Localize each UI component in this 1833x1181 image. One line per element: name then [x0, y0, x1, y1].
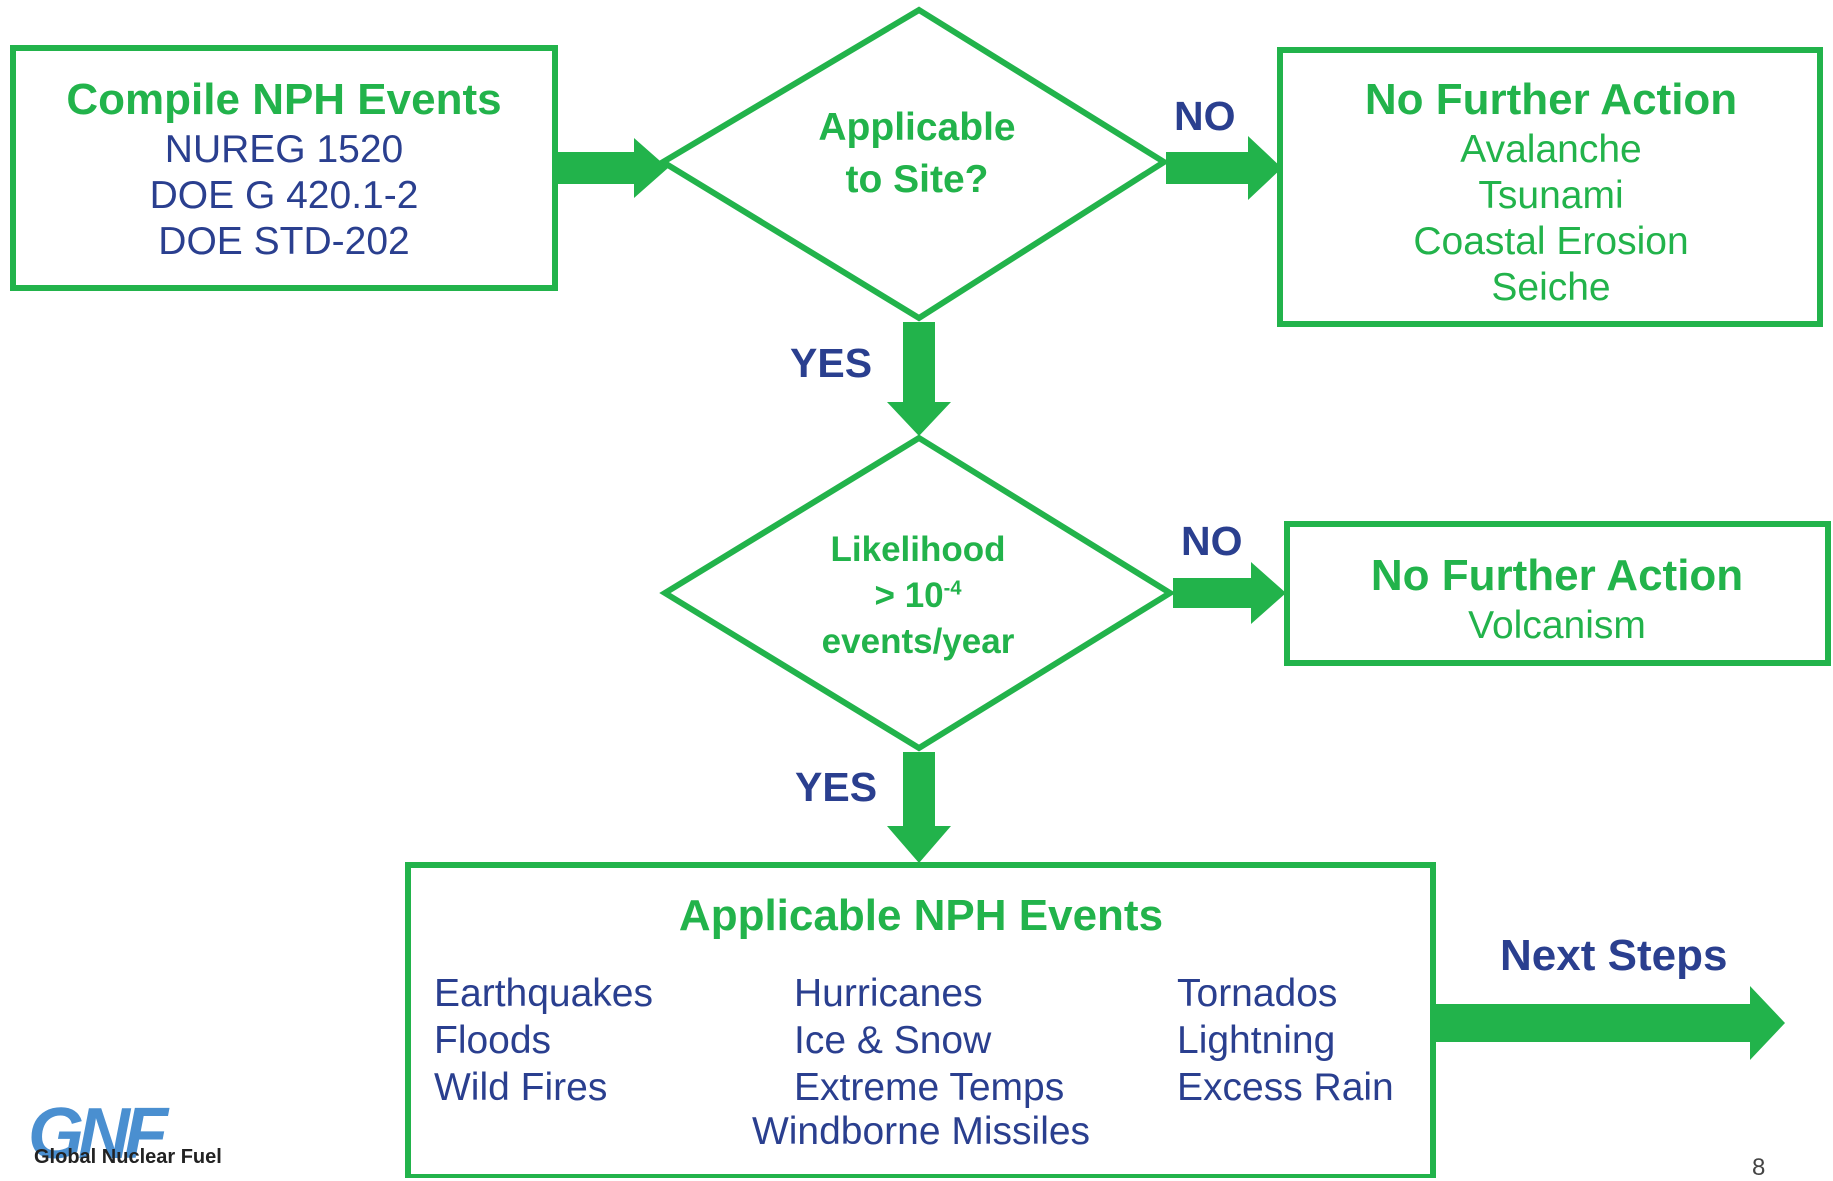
no-action-box-1 [1277, 47, 1823, 327]
applicable-col-3: Tornados Lightning Excess Rain [1177, 970, 1394, 1111]
compile-source-2: DOE G 420.1-2 [149, 174, 419, 217]
applicable-item: Extreme Temps [794, 1066, 1065, 1109]
applicable-item: Wild Fires [434, 1066, 608, 1109]
applicable-col-1: Earthquakes Floods Wild Fires [434, 970, 653, 1111]
next-steps-label: Next Steps [1500, 931, 1728, 980]
arrow-decision1-no [1166, 136, 1282, 200]
decision2-line3: events/year [821, 622, 1015, 661]
applicable-item: Earthquakes [434, 972, 653, 1015]
applicable-box [405, 862, 1436, 1178]
decision2-line1: Likelihood [830, 530, 1006, 569]
no-action-1-item-3: Coastal Erosion [1413, 220, 1689, 263]
no-label-1: NO [1174, 93, 1236, 139]
decision-diamond-1 [657, 6, 1170, 322]
decision2-exponent: -4 [943, 577, 962, 600]
applicable-col-2: Hurricanes Ice & Snow Extreme Temps [794, 970, 1064, 1111]
no-action-2-item-1: Volcanism [1468, 604, 1646, 647]
arrow-compile-to-decision [558, 138, 668, 198]
no-action-1-item-1: Avalanche [1460, 128, 1642, 171]
page-number: 8 [1752, 1154, 1766, 1181]
decision2-line2: > 10-4 [875, 578, 962, 613]
applicable-item: Excess Rain [1177, 1066, 1394, 1109]
decision-diamond-2 [659, 434, 1176, 752]
compile-source-3: DOE STD-202 [158, 220, 410, 263]
decision2-line2-prefix: > 10 [874, 576, 944, 615]
yes-label-2: YES [795, 764, 878, 810]
decision1-line1: Applicable [818, 106, 1016, 149]
compile-source-1: NUREG 1520 [164, 128, 404, 171]
arrow-decision1-yes [887, 322, 951, 436]
decision1-line2: to Site? [845, 158, 989, 201]
arrow-next-steps [1436, 986, 1785, 1060]
no-action-1-item-2: Tsunami [1478, 174, 1624, 217]
applicable-bottom-item: Windborne Missiles [751, 1110, 1091, 1153]
no-label-2: NO [1181, 518, 1243, 564]
applicable-item: Lightning [1177, 1019, 1336, 1062]
applicable-item: Ice & Snow [794, 1019, 992, 1062]
arrow-decision2-yes [887, 752, 951, 863]
no-action-1-item-4: Seiche [1491, 266, 1611, 309]
no-action-box-2 [1284, 521, 1831, 666]
applicable-item: Tornados [1177, 972, 1338, 1015]
gnf-logo-text: Global Nuclear Fuel [34, 1146, 222, 1168]
applicable-box-title: Applicable NPH Events [678, 891, 1164, 940]
compile-box [10, 45, 558, 291]
gnf-logo: GNF [28, 1094, 168, 1174]
applicable-item: Floods [434, 1019, 552, 1062]
compile-box-title: Compile NPH Events [66, 75, 502, 124]
no-action-2-title: No Further Action [1370, 551, 1744, 600]
applicable-item: Hurricanes [794, 972, 983, 1015]
yes-label-1: YES [790, 340, 873, 386]
arrow-decision2-no [1173, 562, 1286, 624]
no-action-1-title: No Further Action [1364, 75, 1738, 124]
